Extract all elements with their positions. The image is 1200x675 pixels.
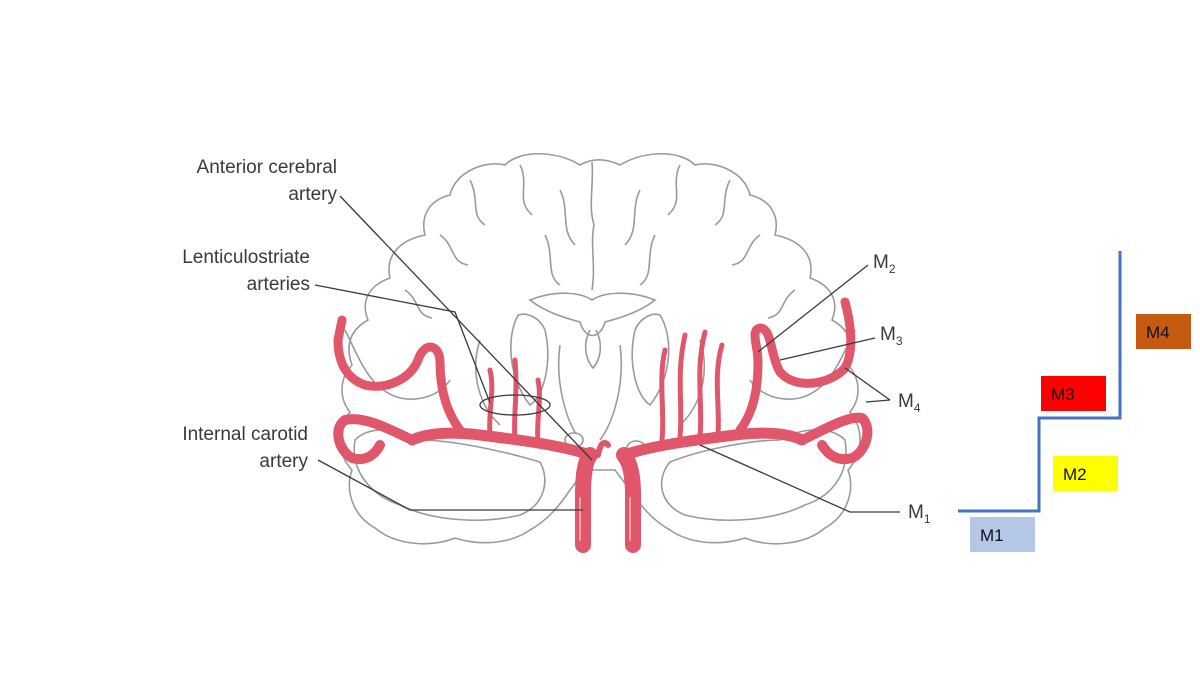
label-ica-line1: Internal carotid	[182, 424, 308, 445]
segment-box-m4-label: M4	[1146, 323, 1170, 342]
label-lent-line1: Lenticulostriate	[182, 247, 310, 268]
leader-m4b	[866, 400, 890, 402]
internal-carotid-right	[624, 455, 633, 545]
segment-box-m3-label: M3	[1051, 385, 1075, 404]
segment-box-m1: M1	[970, 517, 1035, 552]
lenticulostriate-left-1	[490, 370, 492, 437]
label-m1: M1	[908, 502, 931, 526]
label-aca-line1: Anterior cerebral	[197, 157, 337, 178]
label-m4: M4	[898, 391, 921, 415]
segment-box-m3: M3	[1041, 376, 1106, 411]
segment-box-m4: M4	[1136, 314, 1191, 349]
lenticulostriate-left-3	[538, 380, 540, 443]
segment-box-m2-label: M2	[1063, 465, 1087, 484]
label-m3: M3	[880, 324, 903, 348]
lenticulostriate-left-2	[515, 360, 516, 440]
segment-box-m1-label: M1	[980, 526, 1004, 545]
segment-box-m2: M2	[1053, 456, 1118, 491]
label-lent-line2: arteries	[247, 274, 310, 295]
brain-section	[340, 154, 860, 544]
label-m2: M2	[873, 252, 896, 276]
label-ica-line2: artery	[259, 451, 308, 472]
lenticulostriate-right-1	[662, 350, 665, 440]
label-aca-line2: artery	[288, 184, 337, 205]
internal-carotid-left	[583, 455, 590, 545]
